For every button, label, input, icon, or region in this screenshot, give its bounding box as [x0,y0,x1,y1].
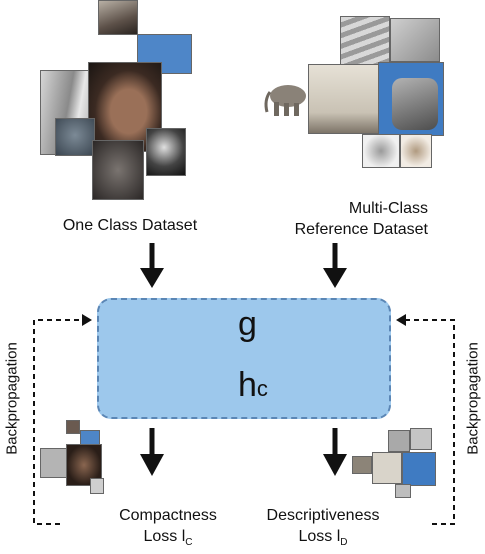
descriptiveness-loss-text: Loss l [298,528,341,545]
h-letter: h [238,366,257,404]
backprop-loop-right [396,314,455,525]
mini-object-6 [395,484,411,498]
statue-photo-1 [362,134,400,168]
windmill-photo [308,64,380,134]
descriptiveness-label-line2: Loss lD [248,526,398,554]
face-photo-5 [55,118,95,156]
multi-class-label-line2: Reference Dataset [294,221,428,238]
mini-face-5 [90,478,104,494]
mini-object-1 [388,430,410,452]
arrow-one-class-to-model [140,243,164,288]
flag-photo [340,16,390,66]
object-photo-gray [392,78,438,130]
statue-photo-2 [400,134,432,168]
h-subscript: c [256,376,268,401]
face-photo-7 [146,128,186,176]
compactness-label-line2: Loss lC [98,526,238,554]
h-symbol: hc [238,366,268,405]
mini-face-3 [40,448,68,478]
arrow-model-to-descriptiveness [323,428,347,476]
model-box [97,298,391,419]
mini-object-2 [410,428,432,450]
descriptiveness-label-line1: Descriptiveness [266,507,380,524]
multi-class-label-line1: Multi-Class [348,200,428,217]
mini-face-1 [66,420,80,434]
mini-object-5 [402,452,436,486]
compactness-loss-text: Loss l [143,528,186,545]
mini-object-3 [352,456,372,474]
backprop-loop-left [33,314,92,525]
g-symbol: g [238,305,257,343]
one-class-label: One Class Dataset [62,217,198,234]
scorpion-photo [390,18,440,62]
elephant-photo [262,78,312,118]
face-photo-6 [92,140,144,200]
compactness-label-line1: Compactness [119,507,217,524]
descriptiveness-subscript: D [340,537,348,549]
compactness-subscript: C [185,537,193,549]
face-photo-1 [98,0,138,35]
arrow-multi-class-to-model [323,243,347,288]
arrow-model-to-compactness [140,428,164,476]
mini-object-4 [372,452,402,484]
